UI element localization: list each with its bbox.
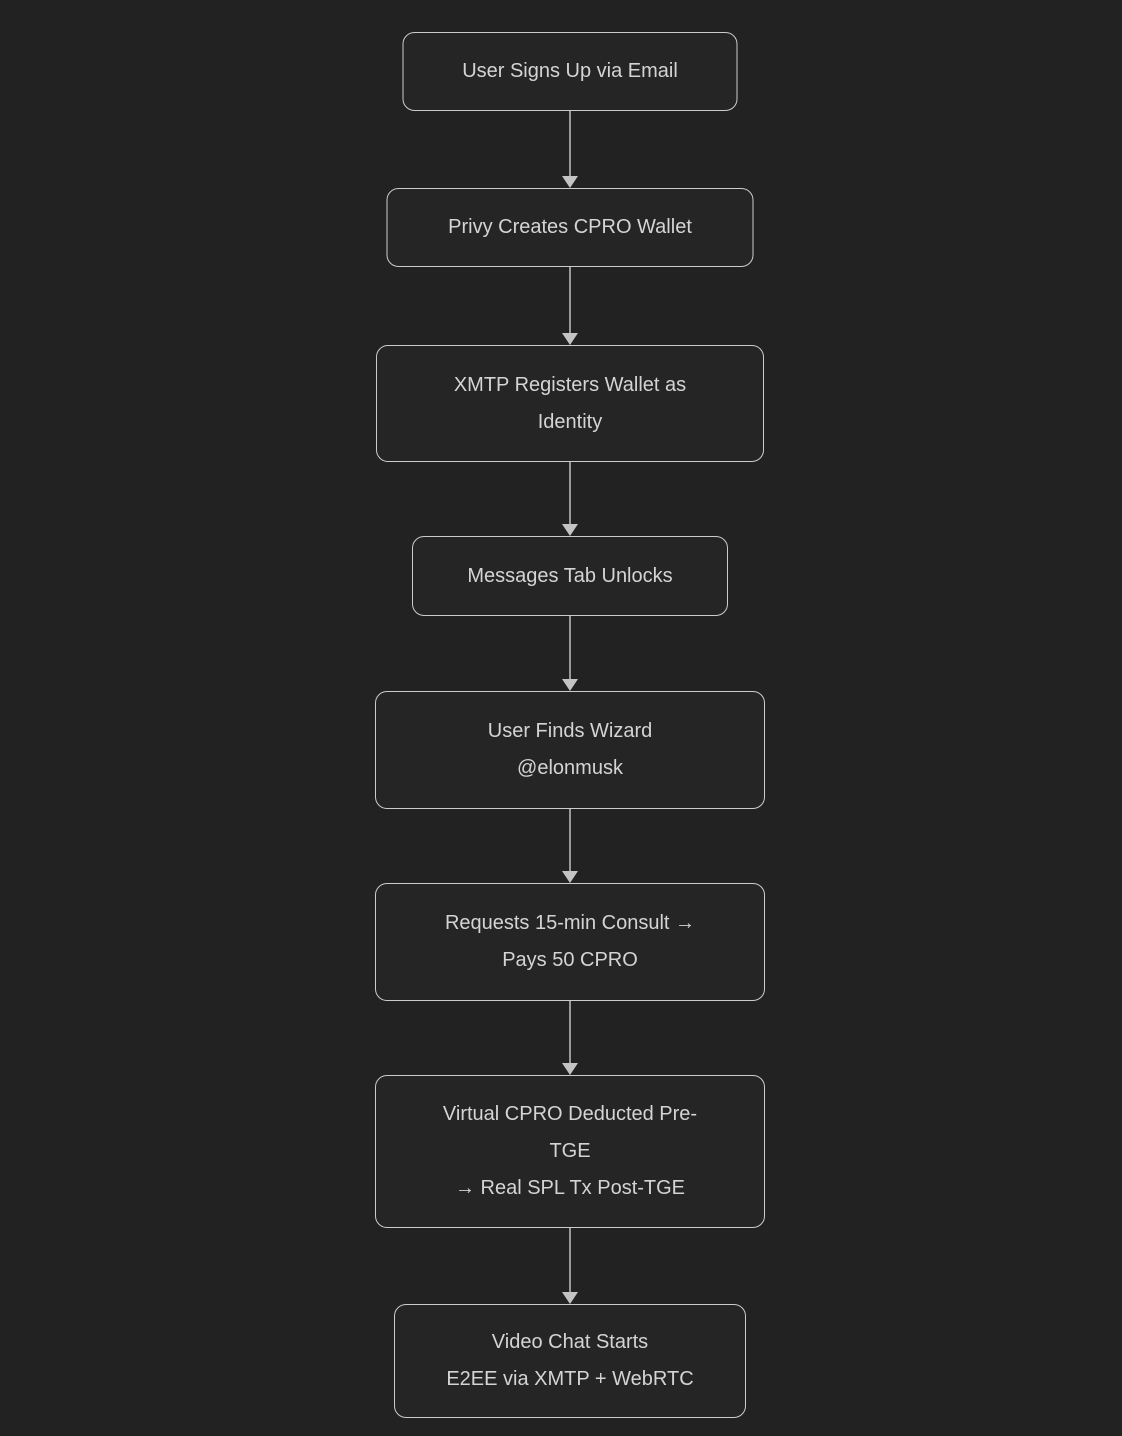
node-label-line: @elonmusk (517, 757, 623, 779)
flow-node-find-wizard: User Finds Wizard @elonmusk (375, 691, 765, 809)
node-label-line: Video Chat Starts (491, 1331, 649, 1353)
node-label-line: XMTP Registers Wallet as (453, 373, 687, 396)
flow-edge-user-signup-to-privy-wallet (569, 111, 571, 177)
node-label-line: User Finds Wizard (487, 720, 653, 742)
node-label-line: Requests 15-min Consult → (444, 912, 696, 934)
flow-edge-messages-unlock-to-find-wizard (569, 616, 571, 680)
node-label-line: Messages Tab Unlocks (467, 564, 673, 587)
node-label-line: E2EE via XMTP + WebRTC (446, 1368, 694, 1390)
node-label-line: Virtual CPRO Deducted Pre- (442, 1103, 698, 1125)
arrowhead-down-icon (562, 871, 578, 883)
arrowhead-down-icon (562, 176, 578, 188)
arrowhead-down-icon (562, 524, 578, 536)
flow-node-cpro-deduction: Virtual CPRO Deducted Pre- TGE → Real SPL … (375, 1075, 765, 1228)
node-label-line: → Real SPL Tx Post-TGE (454, 1177, 686, 1199)
flow-node-messages-unlock: Messages Tab Unlocks (412, 536, 728, 616)
flow-node-user-signup: User Signs Up via Email (402, 32, 738, 111)
flow-edge-request-consult-to-cpro-deduction (569, 1001, 571, 1064)
arrowhead-down-icon (562, 1292, 578, 1304)
flow-node-privy-wallet: Privy Creates CPRO Wallet (386, 188, 754, 267)
arrowhead-down-icon (562, 679, 578, 691)
flow-edge-privy-wallet-to-xmtp-identity (569, 267, 571, 334)
flow-node-request-consult: Requests 15-min Consult → Pays 50 CPRO (375, 883, 765, 1001)
arrowhead-down-icon (562, 333, 578, 345)
node-label-line: Identity (537, 410, 603, 433)
node-label-line: Privy Creates CPRO Wallet (448, 216, 692, 238)
node-label-line: TGE (549, 1140, 591, 1162)
flow-edge-xmtp-identity-to-messages-unlock (569, 462, 571, 525)
node-label-line: Pays 50 CPRO (502, 949, 638, 971)
arrowhead-down-icon (562, 1063, 578, 1075)
node-label-line: User Signs Up via Email (462, 60, 678, 82)
flow-node-xmtp-identity: XMTP Registers Wallet as Identity (376, 345, 764, 462)
flow-edge-find-wizard-to-request-consult (569, 809, 571, 872)
flow-edge-cpro-deduction-to-video-chat (569, 1228, 571, 1293)
